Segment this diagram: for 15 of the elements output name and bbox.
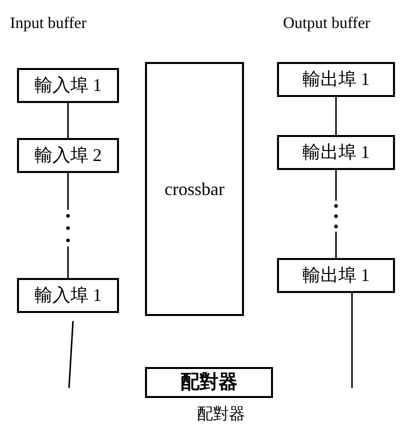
connector-line: [335, 97, 337, 135]
port-box: 輸入埠 1: [17, 68, 119, 103]
port-box: 輸出埠 1: [277, 62, 395, 97]
connector-line: [68, 320, 74, 388]
port-box: 輸出埠 1: [277, 258, 395, 293]
crossbar-box: crossbar: [145, 62, 244, 316]
caption-text: 配對器: [197, 403, 245, 425]
connector-line: [351, 293, 353, 388]
port-box: 輸入埠 1: [17, 278, 119, 313]
port-box: 輸入埠 2: [17, 138, 119, 173]
buffer-heading: Output buffer: [283, 14, 370, 34]
connector-line: [67, 103, 69, 138]
buffer-heading: Input buffer: [10, 14, 87, 34]
port-box: 配對器: [145, 367, 273, 398]
port-box: 輸出埠 1: [277, 135, 395, 170]
